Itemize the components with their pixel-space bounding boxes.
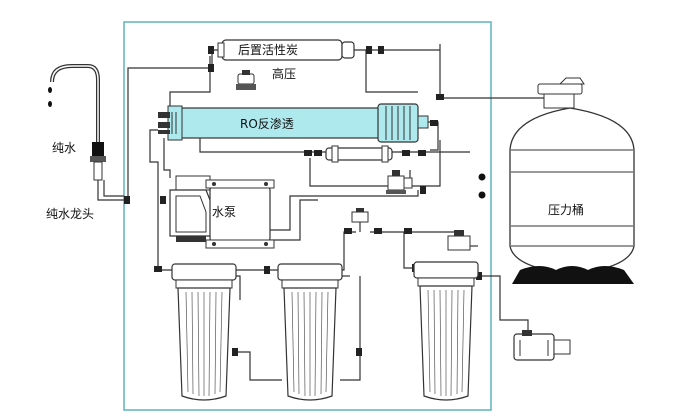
inlet-ball-valve [513, 330, 571, 361]
filter-housing-2 [277, 263, 343, 401]
high-pressure-switch: 高压 [236, 66, 296, 90]
ro-membrane-label: RO反渗透 [240, 116, 294, 131]
filter-housing-1 [171, 263, 237, 401]
post-carbon-filter: 后置活性炭 [217, 39, 355, 61]
high-pressure-label: 高压 [272, 66, 296, 81]
water-pump: 水泵 [169, 175, 275, 249]
pump-label: 水泵 [212, 205, 236, 219]
post-carbon-label: 后置活性炭 [238, 43, 298, 57]
ro-membrane: RO反渗透 [158, 103, 429, 143]
water-drop-icon [48, 101, 52, 107]
pure-water-faucet-label: 纯水龙头 [46, 207, 94, 221]
filter-housing-3 [413, 261, 479, 401]
pure-water-label: 纯水 [52, 141, 76, 155]
flow-restrictor [325, 145, 393, 163]
solenoid-valve [386, 170, 413, 194]
pressure-tank-label: 压力桶 [548, 202, 584, 217]
pressure-tank: 压力桶 [509, 77, 635, 284]
pure-water-faucet [50, 64, 106, 181]
indicator-light-bottom [478, 191, 486, 199]
indicator-light-top [478, 173, 486, 181]
inlet-valve [351, 208, 471, 251]
water-drop-icon [48, 87, 52, 93]
